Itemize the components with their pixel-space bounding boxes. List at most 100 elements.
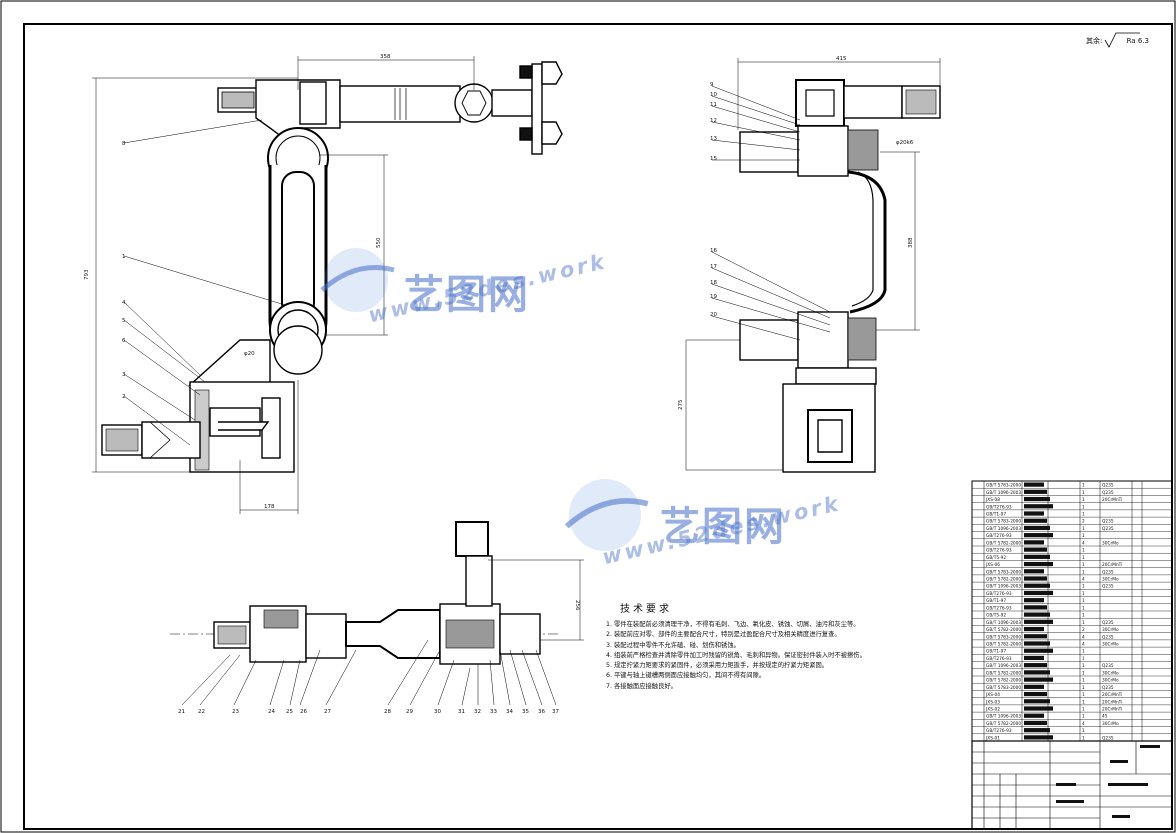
bom-name-redacted	[1024, 684, 1044, 689]
bom-code: GB/T 5783-2000	[986, 519, 1021, 525]
bom-material: Q235	[1102, 569, 1114, 575]
bom-code: GB/T 5782-2000	[986, 721, 1021, 727]
bom-code: GB/T 5783-2000	[986, 634, 1021, 640]
bom-code: GB/T 5782-2000	[986, 642, 1021, 648]
tech-line: 5. 规定拧紧力矩要求的紧固件，必须采用力矩扳手，并按规定的拧紧力矩紧固。	[606, 662, 829, 670]
bom-name-redacted	[1024, 699, 1050, 704]
side-view	[685, 58, 941, 473]
bom-name-redacted	[1024, 518, 1047, 523]
bom-code: JXS-01	[985, 735, 1000, 741]
bom-name-redacted	[1024, 691, 1047, 697]
bom-qty: 2	[1082, 519, 1085, 525]
bom-qty: 1	[1082, 512, 1085, 518]
balloon-19: 19	[710, 294, 717, 300]
balloon-13: 13	[710, 136, 717, 142]
balloon-29: 29	[406, 709, 413, 715]
bom-qty: 1	[1082, 649, 1085, 655]
bom-material: Q235	[1102, 634, 1114, 640]
bom-code: GB/T 5783-2000	[986, 569, 1021, 575]
bom-code: GB/T276-93	[986, 548, 1012, 554]
bom-name-redacted	[1024, 713, 1044, 718]
bom-material: 30CrMo	[1102, 721, 1119, 727]
bom-code: GB/T5-92	[986, 613, 1006, 619]
bom-material: 30CrMo	[1102, 627, 1119, 633]
tech-requirements-title: 技术要求	[620, 604, 672, 615]
balloon-34: 34	[506, 709, 513, 715]
bom-material: Q235	[1102, 663, 1114, 669]
bom-name-redacted	[1024, 612, 1050, 617]
roughness-label: 其余:	[1086, 37, 1103, 45]
balloon-21: 21	[178, 709, 185, 715]
bom-name-redacted	[1024, 598, 1044, 603]
bom-code: GB/T 5783-2000	[986, 685, 1021, 691]
inner-frame	[23, 23, 1173, 830]
roughness-note: 其余: Ra 6.3	[1086, 36, 1149, 46]
balloon-25: 25	[286, 709, 293, 715]
bom-code: GB/T 5783-2000	[986, 483, 1021, 489]
bom-name-redacted	[1024, 525, 1050, 531]
bom-name-redacted	[1024, 619, 1053, 624]
bom-code: GB/T 5782-2000	[986, 678, 1021, 684]
tech-line: 6. 平键与轴上键槽两侧面应接触均匀，其间不得有间隙。	[606, 672, 766, 680]
bom-qty: 1	[1082, 533, 1085, 539]
balloon-5: 5	[122, 318, 126, 324]
bom-name-redacted	[1024, 540, 1044, 545]
balloon-9: 9	[710, 82, 714, 88]
bom-qty: 1	[1082, 483, 1085, 489]
bom-qty: 4	[1082, 642, 1085, 648]
bom-qty: 1	[1082, 699, 1085, 705]
balloon-16: 16	[710, 248, 717, 254]
bom-qty: 1	[1082, 656, 1085, 662]
bom-name-redacted	[1024, 663, 1047, 668]
balloon-20: 20	[710, 312, 717, 318]
bom-code: JXS-06	[985, 562, 1000, 568]
tech-line: 4. 组装前严格检查并清除零件加工时残留的锐角、毛刺和异物。保证密封件装入时不被…	[606, 651, 866, 659]
bom-code: GB/T 1096-2003	[986, 526, 1021, 532]
bom-code: GB/T276-93	[986, 591, 1012, 597]
bom-code: JXS-02	[985, 707, 1000, 713]
balloon-17: 17	[710, 264, 717, 270]
bom-code: GB/T5-92	[986, 555, 1006, 561]
balloon-37: 37	[552, 709, 559, 715]
bom-code: JXS-08	[985, 497, 1000, 503]
bom-qty: 1	[1082, 591, 1085, 597]
title-block	[971, 740, 1173, 830]
balloon-18: 18	[710, 280, 717, 286]
dim-358: 358	[380, 54, 391, 60]
balloon-28: 28	[384, 709, 391, 715]
bom-code: GB/T 1096-2003	[986, 714, 1021, 720]
bom-code: GB/T 1096-2003	[986, 584, 1021, 590]
bom-name-redacted	[1024, 583, 1050, 588]
bom-name-redacted	[1024, 511, 1044, 516]
dim-256: 256	[574, 600, 580, 611]
bom-code: GB/T 5782-2000	[986, 627, 1021, 633]
bom-code: GB/T 1096-2003	[986, 490, 1021, 496]
bom-material: Q235	[1102, 620, 1114, 626]
bom-code: GB/T276-93	[986, 728, 1012, 734]
balloon-33: 33	[490, 709, 497, 715]
bom-code: GB/T 5782-2000	[986, 670, 1021, 676]
bom-qty: 1	[1082, 605, 1085, 611]
balloon-27: 27	[324, 709, 331, 715]
bom-qty: 1	[1082, 548, 1085, 554]
bom-name-redacted	[1024, 569, 1044, 574]
bom-name-redacted	[1024, 576, 1047, 581]
bom-name-redacted	[1024, 706, 1053, 711]
bom-qty: 1	[1082, 678, 1085, 684]
balloon-4: 4	[122, 300, 126, 306]
balloon-15: 15	[710, 156, 717, 162]
tech-line: 1. 零件在装配前必须清理干净，不得有毛刺、飞边、氧化皮、锈蚀、切屑、油污和灰尘…	[606, 621, 860, 628]
tech-line: 3. 装配过程中零件不允许磕、碰、划伤和锈蚀。	[606, 641, 740, 649]
bom-name-redacted	[1024, 720, 1047, 726]
bom-qty: 1	[1082, 707, 1085, 713]
bom-qty: 1	[1082, 663, 1085, 669]
bom-material: 20CrMnTi	[1102, 699, 1122, 705]
balloon-1: 1	[122, 254, 126, 260]
tech-requirements: 技术要求 1. 零件在装配前必须清理干净，不得有毛刺、飞边、氧化皮、锈蚀、切屑、…	[606, 600, 976, 692]
bom-name-redacted	[1024, 677, 1053, 682]
bom-qty: 1	[1082, 598, 1085, 604]
bom-material: Q235	[1102, 735, 1114, 741]
bom-material: 20CrMnTi	[1102, 497, 1122, 503]
